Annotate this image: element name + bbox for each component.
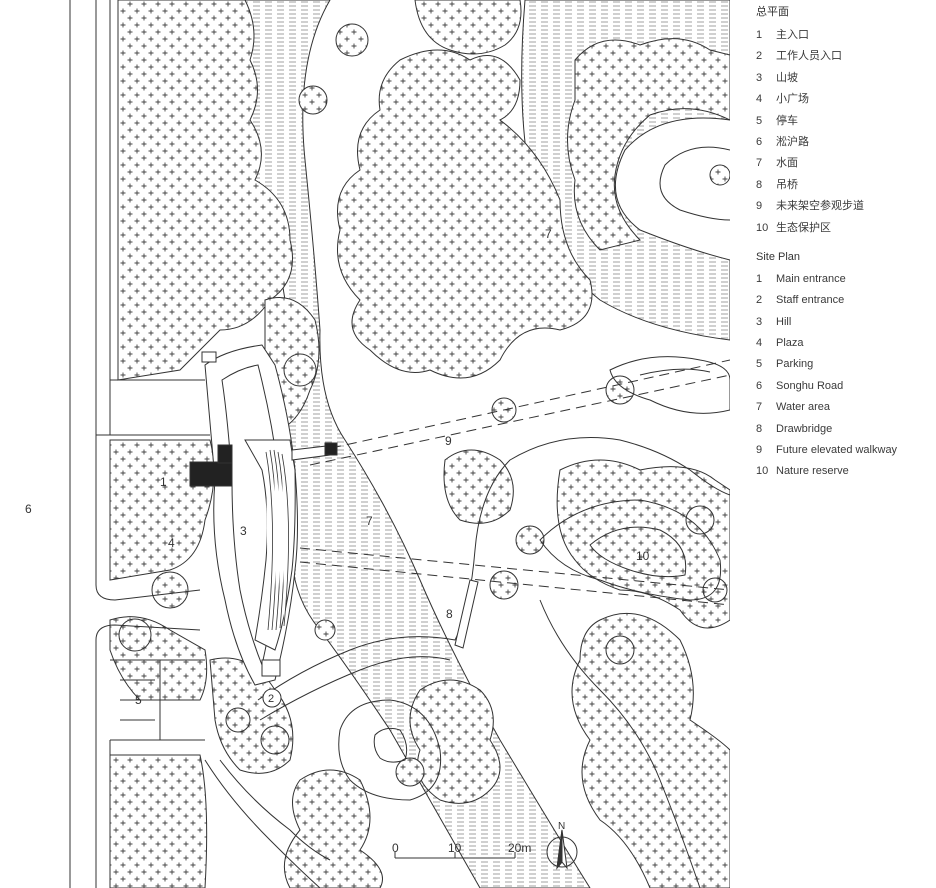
north-label: N [558, 821, 565, 832]
label-main-entrance: 1 [160, 475, 167, 489]
tree-cluster-plaza [109, 439, 215, 581]
label-drawbridge: 8 [446, 607, 453, 621]
label-parking: 5 [135, 693, 142, 707]
legend-title-en: Site Plan [756, 250, 801, 263]
label-water-left: 7 [366, 514, 373, 528]
label-water-right: 7 [545, 227, 552, 241]
label-reserve: 10 [636, 549, 650, 563]
scale-bar: 0 10 20m [392, 841, 531, 859]
label-walkway: 9 [445, 434, 452, 448]
label-staff-entrance: 2 [268, 693, 274, 705]
north-arrow-icon: N [546, 821, 578, 870]
tree-cluster-bottom-center [283, 769, 383, 888]
tree-cluster-center [337, 49, 593, 379]
tree-cluster-top-middle [414, 0, 522, 55]
tree-cluster-mid [443, 449, 514, 524]
drawbridge [454, 579, 479, 649]
future-elevated-walkway [299, 359, 730, 606]
label-hill: 3 [240, 524, 247, 538]
scale-tick-10: 10 [448, 841, 462, 855]
island-upper-right [614, 117, 730, 261]
tree-cluster-lower-right [571, 612, 730, 888]
tree-cluster-upper-right [567, 38, 730, 251]
museum-building [189, 344, 338, 686]
tree-cluster-bottom-left [109, 754, 208, 888]
legend-title-cn: 总平面 [756, 6, 789, 18]
label-road: 6 [25, 502, 32, 516]
staff-entrance-marker [262, 688, 282, 708]
label-plaza: 4 [168, 536, 175, 550]
tree-cluster-center-bottom [409, 679, 501, 804]
scale-tick-20: 20m [508, 841, 531, 855]
scale-tick-0: 0 [392, 841, 399, 855]
